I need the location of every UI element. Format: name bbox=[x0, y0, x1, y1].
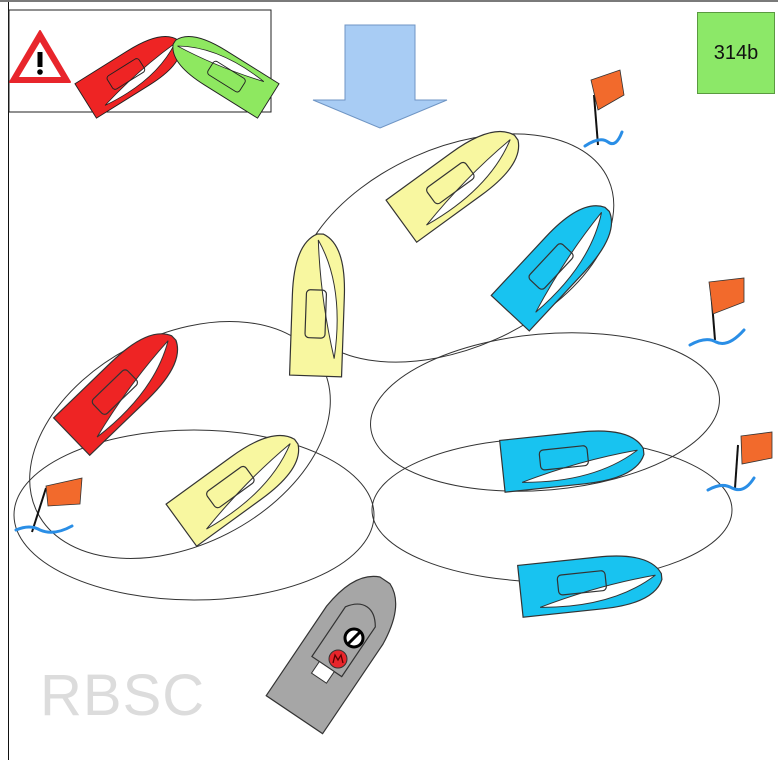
yellow-boat bbox=[288, 232, 348, 378]
boat-tracks bbox=[13, 133, 733, 601]
scenario-code-badge: 314b bbox=[697, 12, 775, 94]
watermark-text: RBSC bbox=[40, 663, 206, 728]
blue-boat bbox=[499, 425, 647, 493]
top-border bbox=[0, 0, 778, 2]
mark-m-icon bbox=[328, 649, 348, 669]
wind-arrow-icon bbox=[312, 24, 448, 129]
blue-boat bbox=[490, 191, 627, 332]
warning-icon bbox=[9, 30, 71, 83]
mark-flag-icon bbox=[706, 431, 773, 492]
yellow-boat bbox=[385, 116, 533, 243]
mark-flag-icon bbox=[583, 69, 625, 148]
left-border bbox=[8, 2, 9, 760]
red-boat bbox=[52, 318, 193, 456]
inset-box bbox=[8, 9, 280, 119]
mark-flag-icon bbox=[14, 477, 83, 534]
mark-flag-icon bbox=[688, 277, 746, 347]
no-entry-icon bbox=[343, 627, 365, 649]
blue-boat bbox=[517, 550, 665, 618]
